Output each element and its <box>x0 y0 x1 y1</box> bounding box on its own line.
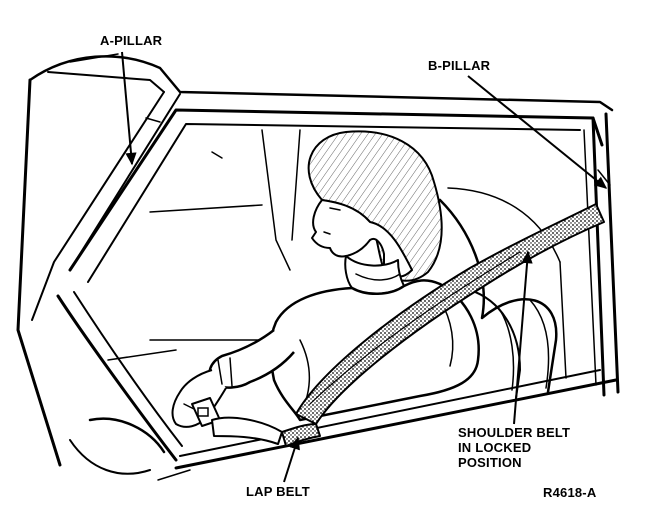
lap-belt-label: LAP BELT <box>246 484 310 499</box>
seat <box>438 198 558 399</box>
occupant-arm <box>171 329 295 428</box>
a-pillar-label: A-PILLAR <box>100 33 163 48</box>
lap-belt-arrow <box>283 436 300 483</box>
shoulder-belt-label-line2: IN LOCKED <box>458 440 532 455</box>
shoulder-belt-label-line1: SHOULDER BELT <box>458 425 571 440</box>
b-pillar-label: B-PILLAR <box>428 58 491 73</box>
b-pillar-arrow <box>467 75 608 189</box>
occupant-face <box>311 199 413 278</box>
shoulder-belt-label: SHOULDER BELT IN LOCKED POSITION <box>458 425 570 470</box>
door-window-frame <box>68 108 604 283</box>
a-pillar <box>16 78 181 467</box>
b-pillar <box>583 112 620 397</box>
a-pillar-arrow <box>121 51 137 166</box>
leader-lines <box>121 51 608 483</box>
belt-buckle <box>191 397 283 445</box>
door-sill <box>157 369 618 481</box>
car-roof <box>28 53 614 112</box>
shoulder-belt-label-line3: POSITION <box>458 455 522 470</box>
steering-wheel <box>56 291 183 475</box>
figure-reference-code: R4618-A <box>543 485 597 500</box>
shoulder-belt-arrow <box>513 250 533 425</box>
